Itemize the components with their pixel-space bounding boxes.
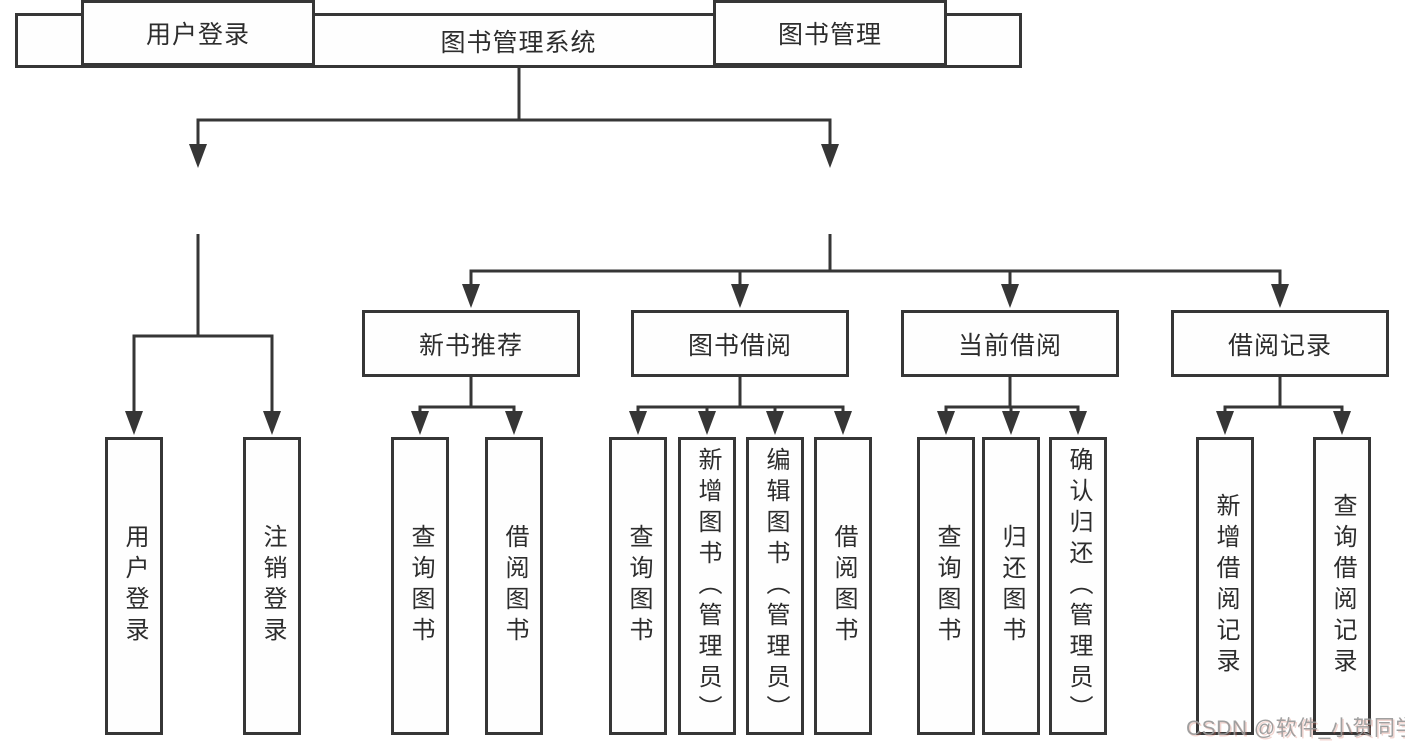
node-label: 图书借阅	[687, 331, 792, 360]
arrowhead	[698, 411, 716, 435]
node-book-borrowing: 图书借阅	[631, 310, 849, 377]
watermark: CSDN @软件_小贺同学	[1186, 717, 1405, 740]
leaf-logout: 注销登录	[243, 437, 301, 735]
node-label: 新书推荐	[418, 331, 523, 360]
leaf-label: 借阅图书	[501, 524, 528, 648]
arrowhead	[834, 411, 852, 435]
arrowhead	[821, 144, 839, 168]
leaf-query-books-current: 查询图书	[917, 437, 975, 735]
leaf-label: 查询图书	[933, 524, 960, 648]
arrowhead	[937, 411, 955, 435]
leaf-add-books-admin: 新增图书（管理员）	[678, 437, 736, 735]
arrowhead	[1069, 411, 1087, 435]
arrowhead	[263, 411, 281, 435]
leaf-query-books-borrow: 查询图书	[609, 437, 667, 735]
leaf-label: 借阅图书	[830, 524, 857, 648]
node-label: 借阅记录	[1227, 331, 1332, 360]
leaf-borrow-books: 借阅图书	[814, 437, 872, 735]
leaf-label: 新增图书（管理员）	[694, 446, 721, 726]
node-root-label: 图书管理系统	[440, 28, 597, 57]
leaf-user-login: 用户登录	[105, 437, 163, 735]
arrowhead	[462, 284, 480, 308]
node-label: 图书管理	[777, 21, 882, 49]
arrowhead	[629, 411, 647, 435]
arrowhead	[1333, 411, 1351, 435]
leaf-label: 确认归还（管理员）	[1065, 446, 1092, 726]
node-label: 当前借阅	[957, 331, 1062, 360]
arrowhead	[411, 411, 429, 435]
arrowhead	[1216, 411, 1234, 435]
leaf-label: 查询借阅记录	[1329, 493, 1356, 679]
arrowhead	[766, 411, 784, 435]
leaf-label: 查询图书	[407, 524, 434, 648]
leaf-edit-books-admin: 编辑图书（管理员）	[746, 437, 804, 735]
leaf-label: 编辑图书（管理员）	[762, 446, 789, 726]
node-label: 用户登录	[145, 21, 250, 49]
node-new-book-recommendation: 新书推荐	[362, 310, 580, 377]
node-borrowing-records: 借阅记录	[1171, 310, 1389, 377]
arrowhead	[125, 411, 143, 435]
node-user-login: 用户登录	[81, 0, 315, 66]
leaf-query-books-recommend: 查询图书	[391, 437, 449, 735]
node-current-borrowing: 当前借阅	[901, 310, 1119, 377]
arrowhead	[505, 411, 523, 435]
node-book-management: 图书管理	[713, 0, 947, 66]
arrowhead	[1001, 284, 1019, 308]
leaf-confirm-return-admin: 确认归还（管理员）	[1049, 437, 1107, 735]
leaf-return-books: 归还图书	[982, 437, 1040, 735]
leaf-add-borrow-record: 新增借阅记录	[1196, 437, 1254, 735]
leaf-query-borrow-record: 查询借阅记录	[1313, 437, 1371, 735]
leaf-label: 新增借阅记录	[1212, 493, 1239, 679]
leaf-label: 查询图书	[625, 524, 652, 648]
leaf-borrow-books-recommend: 借阅图书	[485, 437, 543, 735]
arrowhead	[1002, 411, 1020, 435]
arrowhead	[189, 144, 207, 168]
leaf-label: 用户登录	[121, 524, 148, 648]
leaf-label: 归还图书	[998, 524, 1025, 648]
leaf-label: 注销登录	[259, 524, 286, 648]
arrowhead	[731, 284, 749, 308]
arrowhead	[1271, 284, 1289, 308]
